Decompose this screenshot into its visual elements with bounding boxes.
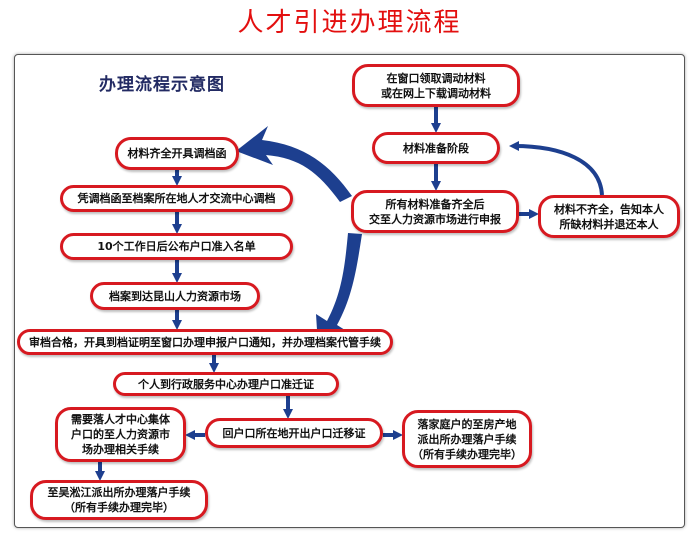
- node-archive-arrive: 档案到达昆山人力资源市场: [90, 282, 260, 310]
- node-materials-incomplete: 材料不齐全，告知本人 所缺材料并退还本人: [538, 195, 680, 238]
- node-issue-transfer-letter: 材料齐全开具调档函: [115, 137, 239, 170]
- node-collective-hukou: 需要落人才中心集体 户口的至人力资源市 场办理相关手续: [55, 407, 186, 462]
- node-wusongjiang-police: 至吴淞江派出所办理落户手续 （所有手续办理完毕）: [30, 480, 208, 520]
- big-arrow-n3-n5: [236, 126, 352, 202]
- node-fetch-archive: 凭调档函至档案所在地人才交流中心调档: [60, 185, 293, 212]
- node-submit-materials: 所有材料准备齐全后 交至人力资源市场进行申报: [351, 190, 519, 233]
- node-migration-certificate: 回户口所在地开出户口迁移证: [205, 418, 383, 448]
- node-prepare-stage: 材料准备阶段: [372, 132, 500, 164]
- node-family-hukou: 落家庭户的至房产地 派出所办理落户手续 （所有手续办理完毕）: [402, 410, 532, 468]
- arrow-n4-n2-loop: [509, 141, 604, 196]
- node-residence-permit: 个人到行政服务中心办理户口准迁证: [113, 372, 339, 396]
- page-title: 人才引进办理流程: [237, 8, 462, 38]
- node-get-materials: 在窗口领取调动材料 或在网上下载调动材料: [352, 64, 520, 107]
- node-publish-list: 10个工作日后公布户口准入名单: [60, 233, 293, 260]
- big-arrow-n3-n9: [316, 233, 362, 346]
- node-review-archive: 审档合格，开具到档证明至窗口办理申报户口通知，并办理档案代管手续: [17, 329, 393, 355]
- diagram-subtitle: 办理流程示意图: [99, 75, 225, 95]
